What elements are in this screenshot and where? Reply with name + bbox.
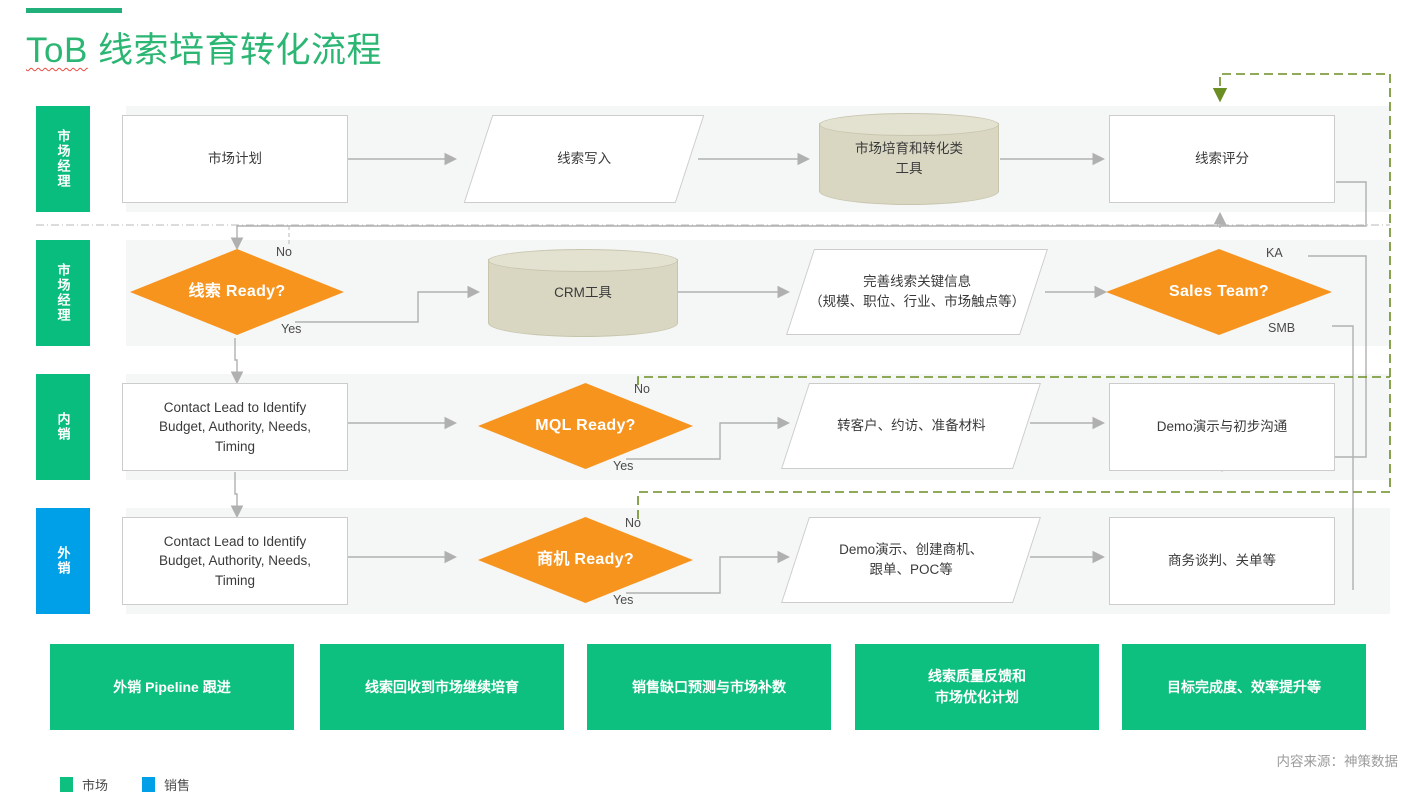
node-decision-mql-ready[interactable]: MQL Ready? [478, 383, 693, 469]
node-label-line2: （规模、职位、行业、市场触点等） [809, 294, 1025, 309]
lane-tab-outside-sales: 外销 [36, 508, 90, 614]
card-label-line2: 市场优化计划 [935, 689, 1019, 705]
node-label-block: 完善线索关键信息 （规模、职位、行业、市场触点等） [809, 272, 1025, 311]
legend-label: 市场 [82, 778, 109, 793]
node-label-line1: Contact Lead to Identify [163, 533, 307, 549]
node-label: Sales Team? [1169, 283, 1269, 301]
edge-label-mql-no: No [634, 382, 650, 396]
cylinder-top [488, 249, 678, 272]
card-label-block: 目标完成度、效率提升等 [1167, 677, 1321, 698]
card-lead-recycle[interactable]: 线索回收到市场继续培育 [320, 644, 564, 730]
card-label-line1: 销售缺口预测与市场补数 [632, 678, 786, 695]
edge-label-opportunity-yes: Yes [613, 593, 634, 607]
legend-swatch-market-icon [60, 777, 73, 792]
node-label-line1: 市场培育和转化类 [855, 141, 963, 157]
card-quality-feedback[interactable]: 线索质量反馈和 市场优化计划 [855, 644, 1099, 730]
node-complete-lead-info[interactable]: 完善线索关键信息 （规模、职位、行业、市场触点等） [786, 249, 1048, 335]
node-label: 线索写入 [557, 151, 611, 167]
node-label-line3: Timing [214, 438, 255, 454]
node-label-line1: 完善线索关键信息 [863, 274, 971, 290]
node-label-block: Contact Lead to Identify Budget, Authori… [159, 532, 311, 591]
node-decision-lead-ready[interactable]: 线索 Ready? [130, 249, 344, 335]
node-lead-scoring[interactable]: 线索评分 [1109, 115, 1335, 203]
node-label-line1: Demo演示、创建商机、 [838, 542, 983, 558]
node-label: Demo演示与初步沟通 [1156, 419, 1288, 435]
card-label-line1: 外销 Pipeline 跟进 [113, 678, 231, 695]
node-label: 线索 Ready? [188, 283, 286, 301]
node-label: 商务谈判、关单等 [1168, 553, 1276, 569]
edge-label-lead-ready-no: No [276, 245, 292, 259]
content-source: 内容来源：神策数据 [1276, 754, 1399, 769]
node-label: MQL Ready? [535, 417, 636, 435]
page-title-prefix: ToB [26, 31, 88, 70]
card-label-line1: 目标完成度、效率提升等 [1167, 678, 1321, 695]
lane-label: 内销 [55, 412, 71, 442]
node-contact-lead-outside[interactable]: Contact Lead to Identify Budget, Authori… [122, 517, 348, 605]
node-label: 线索评分 [1195, 151, 1249, 167]
node-contact-lead-inside[interactable]: Contact Lead to Identify Budget, Authori… [122, 383, 348, 471]
node-label-block: Contact Lead to Identify Budget, Authori… [159, 398, 311, 457]
cylinder-body [819, 123, 999, 205]
node-label-block: Demo演示、创建商机、 跟单、POC等 [839, 540, 983, 579]
node-demo-create-opportunity[interactable]: Demo演示、创建商机、 跟单、POC等 [781, 517, 1041, 603]
legend-item-sales: 销售 [142, 775, 190, 794]
card-label-line1: 线索质量反馈和 [928, 668, 1026, 684]
legend-swatch-sales-icon [142, 777, 156, 792]
page-title-rest: 线索培育转化流程 [98, 31, 383, 70]
node-decision-sales-team[interactable]: Sales Team? [1106, 249, 1332, 335]
node-label-block: 市场培育和转化类 工具 [819, 139, 999, 178]
cylinder-body [488, 259, 678, 337]
node-convert-customer[interactable]: 转客户、约访、准备材料 [781, 383, 1041, 469]
card-label-block: 外销 Pipeline 跟进 [113, 677, 230, 698]
lane-label: 市场经理 [55, 263, 71, 323]
edge-label-sales-team-smb: SMB [1268, 321, 1296, 335]
legend-item-market: 市场 [60, 775, 108, 794]
edge-label-sales-team-ka: KA [1266, 246, 1283, 260]
lane-tab-inside-sales: 内销 [36, 374, 90, 480]
card-label-line1: 线索回收到市场继续培育 [365, 678, 519, 695]
node-decision-opportunity-ready[interactable]: 商机 Ready? [478, 517, 693, 603]
legend: 市场 销售 [60, 775, 190, 794]
node-lead-write-in[interactable]: 线索写入 [463, 115, 705, 203]
node-demo-initial-communication[interactable]: Demo演示与初步沟通 [1109, 383, 1335, 471]
node-business-negotiation[interactable]: 商务谈判、关单等 [1109, 517, 1335, 605]
node-label-line1: Contact Lead to Identify [163, 399, 307, 415]
lane-label: 市场经理 [55, 129, 71, 189]
node-crm-tool[interactable]: CRM工具 [488, 249, 678, 337]
card-gap-forecast[interactable]: 销售缺口预测与市场补数 [587, 644, 831, 730]
card-label-block: 销售缺口预测与市场补数 [632, 677, 786, 698]
card-outside-pipeline[interactable]: 外销 Pipeline 跟进 [50, 644, 294, 730]
cylinder-top [819, 113, 999, 136]
legend-label: 销售 [164, 778, 191, 793]
node-nurture-conversion-tools[interactable]: 市场培育和转化类 工具 [819, 113, 999, 205]
card-label-block: 线索回收到市场继续培育 [365, 677, 519, 698]
lane-tab-market-manager-1: 市场经理 [36, 106, 90, 212]
node-label: 商机 Ready? [537, 551, 634, 569]
node-label: CRM工具 [554, 285, 612, 301]
lane-label: 外销 [55, 546, 71, 576]
node-label: 转客户、约访、准备材料 [836, 418, 986, 434]
edge-label-opportunity-no: No [625, 516, 641, 530]
node-label-line2: Budget, Authority, Needs, [158, 419, 312, 435]
lane-tab-market-manager-2: 市场经理 [36, 240, 90, 346]
node-market-plan[interactable]: 市场计划 [122, 115, 348, 203]
page-title: ToB 线索培育转化流程 [26, 22, 382, 73]
edge-label-lead-ready-yes: Yes [281, 322, 302, 336]
node-label-line2: Budget, Authority, Needs, [158, 553, 312, 569]
node-label: 市场计划 [208, 151, 262, 167]
card-goal-efficiency[interactable]: 目标完成度、效率提升等 [1122, 644, 1366, 730]
card-label-block: 线索质量反馈和 市场优化计划 [928, 666, 1026, 708]
edge-label-mql-yes: Yes [613, 459, 634, 473]
node-label-line3: Timing [214, 572, 255, 588]
node-label-line2: 工具 [895, 161, 923, 176]
title-accent-rule [26, 8, 122, 13]
node-label-line2: 跟单、POC等 [869, 562, 953, 577]
